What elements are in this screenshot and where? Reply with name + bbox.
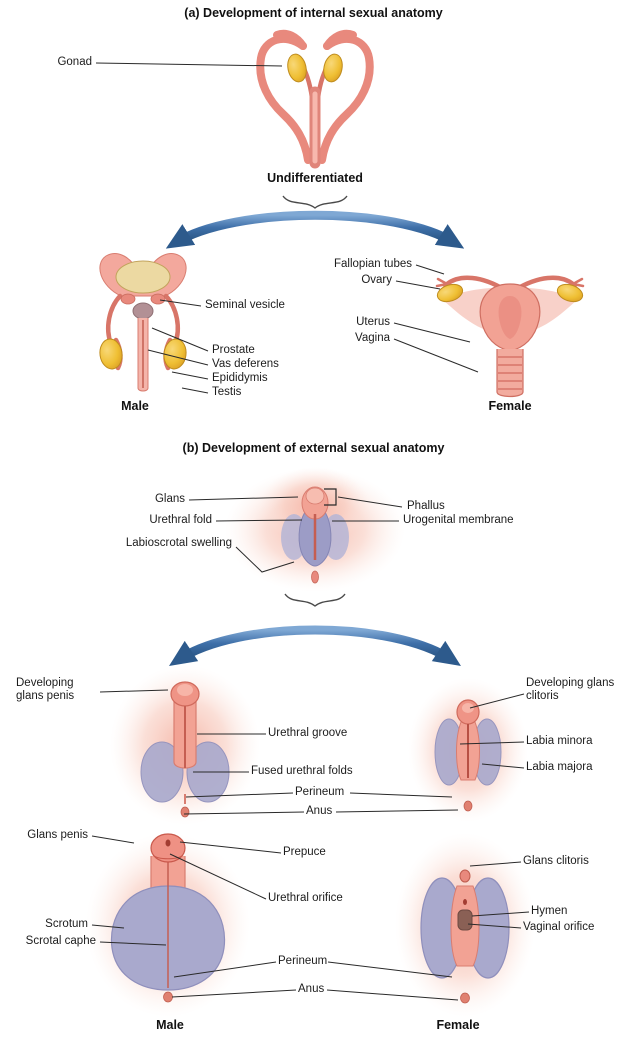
male-caption-b: Male: [156, 1018, 184, 1032]
female-caption-b: Female: [436, 1018, 480, 1032]
gonad-left: [287, 53, 307, 83]
prepuce-label: Prepuce: [283, 846, 326, 858]
phallus-bracket: [324, 488, 337, 506]
female-external-mid-figure: [408, 678, 528, 822]
glans-penis-label: Glans penis: [27, 829, 88, 841]
perineum-bottom-label: Perineum: [278, 955, 328, 967]
leader-lines: [91, 62, 530, 1001]
testis-left: [99, 338, 123, 370]
urogenital-membrane-label: Urogenital membrane: [403, 514, 514, 526]
fallopian-tubes-label: Fallopian tubes: [334, 258, 412, 270]
ovary-label: Ovary: [361, 274, 392, 286]
urethral-groove-label: Urethral groove: [268, 727, 348, 739]
developing-glans-clitoris-label: Developing glans clitoris: [526, 677, 615, 702]
vaginal-orifice-shape: [457, 909, 473, 931]
vas-deferens-label: Vas deferens: [212, 358, 279, 370]
glans-penis-shape: [150, 833, 186, 863]
testis-label: Testis: [212, 386, 242, 398]
male-caption-a: Male: [121, 399, 149, 413]
glans-clitoris-label: Glans clitoris: [523, 855, 589, 867]
undifferentiated-internal-figure: [256, 29, 374, 169]
developing-glans-penis-label: Developing glans penis: [16, 677, 75, 702]
anus-mid-label: Anus: [306, 805, 333, 817]
glans-label: Glans: [154, 493, 185, 505]
male-internal-figure: [99, 253, 187, 392]
ovary-right: [556, 283, 584, 303]
perineum-mid-label: Perineum: [295, 786, 345, 798]
female-caption-a: Female: [488, 399, 532, 413]
epididymis-label: Epididymis: [212, 372, 268, 384]
fused-urethral-folds-label: Fused urethral folds: [251, 765, 353, 777]
prostate-shape: [132, 302, 154, 320]
anus-bottom-label: Anus: [298, 983, 325, 995]
labioscrotal-swelling-label: Labioscrotal swelling: [125, 537, 232, 549]
divergence-arrow-external: [169, 593, 461, 666]
hymen-label: Hymen: [531, 905, 568, 917]
section-b-title: (b) Development of external sexual anato…: [182, 441, 445, 455]
gonad-right: [323, 53, 343, 83]
undifferentiated-caption: Undifferentiated: [267, 171, 363, 185]
vagina-label: Vagina: [355, 332, 390, 344]
female-external-final-figure: [395, 833, 535, 1017]
section-a-title: (a) Development of internal sexual anato…: [184, 6, 443, 20]
testis-right: [163, 338, 187, 370]
prostate-label: Prostate: [212, 344, 255, 356]
male-external-final-figure: [86, 833, 250, 1017]
uterus-label: Uterus: [356, 316, 390, 328]
gonad-label: Gonad: [57, 56, 92, 68]
scrotum-label: Scrotum: [45, 918, 88, 930]
external-undifferentiated-figure: [225, 467, 405, 592]
glans-clitoris-shape: [459, 869, 471, 883]
male-external-mid-figure: [110, 665, 260, 825]
labia-majora-label: Labia majora: [526, 761, 593, 773]
phallus-label: Phallus: [407, 500, 445, 512]
female-internal-figure: [435, 275, 585, 398]
ovary-left: [436, 283, 464, 303]
scrotal-raphe-label: Scrotal caphe: [25, 935, 96, 947]
urethral-orifice-label: Urethral orifice: [268, 892, 343, 904]
divergence-arrow-internal: [165, 195, 465, 249]
seminal-vesicle-label: Seminal vesicle: [205, 299, 285, 311]
urethral-fold-label: Urethral fold: [149, 514, 212, 526]
labia-minora-label: Labia minora: [526, 735, 593, 747]
vaginal-orifice-label: Vaginal orifice: [523, 921, 595, 933]
